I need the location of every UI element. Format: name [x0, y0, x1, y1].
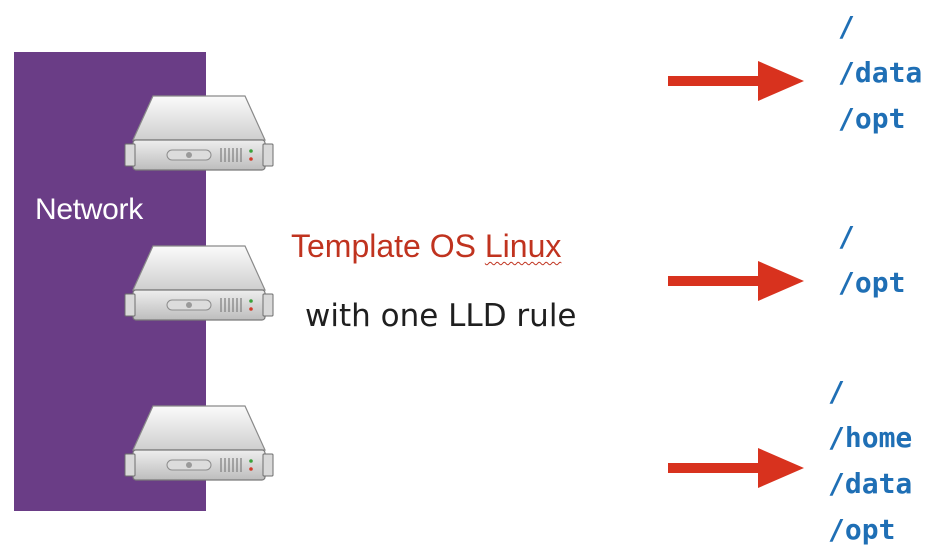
mount-list: / /opt	[838, 214, 905, 306]
right-arrow-icon	[666, 59, 806, 103]
mount-path: /opt	[828, 513, 896, 546]
mount-path: /data	[838, 56, 923, 89]
network-label: Network	[35, 193, 143, 226]
mount-path: /opt	[838, 266, 906, 299]
template-subtitle: with one LLD rule	[305, 298, 577, 334]
right-arrow-icon	[666, 446, 806, 490]
mount-path: /opt	[838, 102, 906, 135]
mount-path: /data	[828, 467, 913, 500]
mount-path: /home	[828, 421, 913, 454]
server-icon	[123, 88, 275, 184]
mount-path: /	[838, 10, 855, 43]
template-title-linux: Linux	[484, 228, 562, 264]
mount-list: / /home /data /opt	[828, 369, 912, 553]
template-title-prefix: Template OS	[291, 228, 485, 264]
server-icon	[123, 398, 275, 494]
server-icon	[123, 238, 275, 334]
template-title: Template OS Linux	[291, 228, 561, 265]
right-arrow-icon	[666, 259, 806, 303]
mount-list: / /data /opt	[838, 4, 922, 142]
mount-path: /	[838, 220, 855, 253]
mount-path: /	[828, 375, 845, 408]
